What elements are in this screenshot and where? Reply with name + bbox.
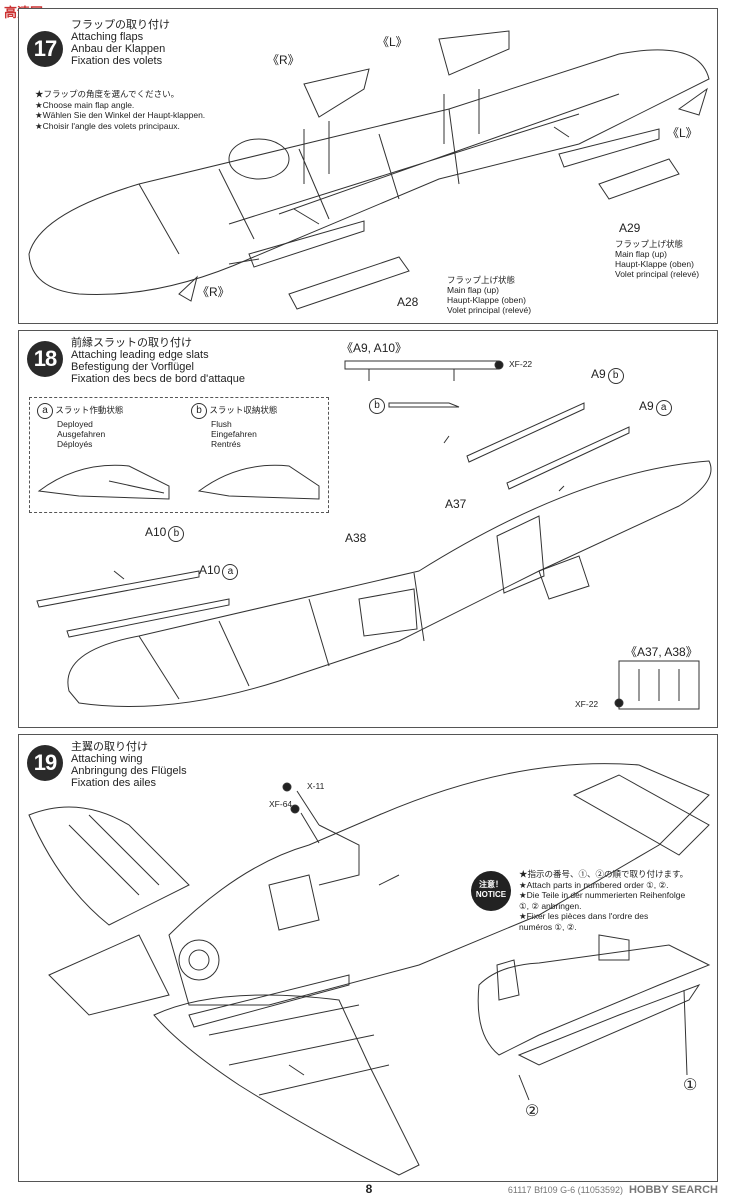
part-a28-label: A28 [397, 295, 419, 309]
mark-b-detail: b [367, 397, 385, 414]
paint-xf64-label: XF-64 [269, 799, 293, 809]
step-19-title: 主翼の取り付け Attaching wing Anbringung des Fl… [71, 741, 187, 789]
step-18-number: 18 [27, 341, 63, 377]
part-a38-label: A38 [345, 531, 367, 545]
notice-badge: 注意！ NOTICE [471, 871, 511, 911]
side-left-label-top: 《L》 [377, 35, 408, 49]
wing-flaps-illustration [28, 30, 710, 310]
wing-attachment-illustration [28, 763, 711, 1176]
parts-a9-a10-group-label: 《A9, A10》 [341, 341, 408, 355]
side-right-label-bottom: 《R》 [197, 285, 230, 299]
step-17-flap-state-lower: フラップ上げ状態 Main flap (up) Haupt-Klappe (ob… [447, 275, 532, 315]
step-18-title: 前縁スラットの取り付け Attaching leading edge slats… [71, 337, 245, 385]
mark-b-circle: b [191, 403, 207, 419]
paint-xf22-bottom: XF-22 [575, 699, 599, 709]
parts-a37-a38-group-label: 《A37, A38》 [625, 645, 698, 659]
slat-position-options-box [29, 397, 329, 513]
leading-edge-slats-illustration [36, 360, 712, 710]
step-17-note: ★フラップの角度を選んでください。 ★Choose main flap angl… [35, 89, 206, 131]
step-19-number: 19 [27, 745, 63, 781]
paint-xf22-top: XF-22 [509, 359, 533, 369]
side-right-label-top: 《R》 [267, 53, 300, 67]
page-number: 8 [365, 1182, 373, 1196]
paint-x11-label: X-11 [307, 781, 325, 791]
mark-a-circle: a [37, 403, 53, 419]
side-left-label-right: 《L》 [667, 126, 698, 140]
part-a37-label: A37 [445, 497, 467, 511]
watermark-logo-bottom: 61117 Bf109 G-6 (11053592)HOBBY SEARCH [507, 1184, 718, 1196]
slat-deployed-option: a スラット作動状態 Deployed Ausgefahren Déployés [35, 403, 123, 449]
step-17-title: フラップの取り付け Attaching flaps Anbau der Klap… [71, 19, 170, 67]
step-18-panel: 18 前縁スラットの取り付け Attaching leading edge sl… [18, 330, 718, 728]
slat-flush-option: b スラット収納状態 Flush Eingefahren Rentrés [189, 403, 277, 449]
step-17-flap-state-upper: フラップ上げ状態 Main flap (up) Haupt-Klappe (ob… [615, 239, 700, 279]
part-a29-label: A29 [619, 221, 641, 235]
step-17-panel: 17 フラップの取り付け Attaching flaps Anbau der K… [18, 8, 718, 324]
step-19-notice-text: ★指示の番号、①、②の順で取り付けます。 ★Attach parts in nu… [519, 869, 689, 932]
order-1-marker: ① [683, 1077, 698, 1094]
step-19-panel: 19 主翼の取り付け Attaching wing Anbringung des… [18, 734, 718, 1182]
order-2-marker: ② [525, 1103, 540, 1120]
step-17-number: 17 [27, 31, 63, 67]
